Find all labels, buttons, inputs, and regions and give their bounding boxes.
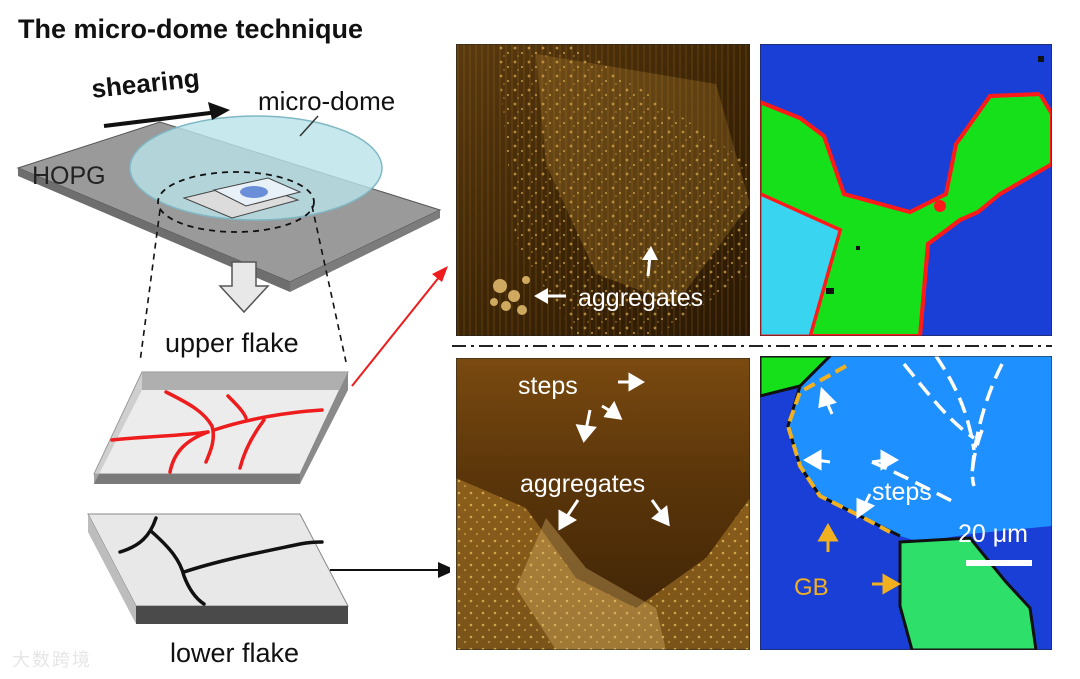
afm-image-bottom xyxy=(456,358,750,650)
hopg-label: HOPG xyxy=(32,162,106,191)
gb-label: GB xyxy=(794,574,829,602)
scale-bar-label: 20 μm xyxy=(958,520,1028,549)
map-bottom-steps-label: steps xyxy=(872,478,932,507)
panel-divider xyxy=(452,340,1052,352)
lower-flake-label: lower flake xyxy=(170,638,299,669)
micro-dome-label: micro-dome xyxy=(258,86,395,117)
watermark: 大数跨境 xyxy=(12,646,92,672)
upper-flake-back xyxy=(142,372,348,390)
upper-flake-label: upper flake xyxy=(165,328,299,359)
sample-spot xyxy=(240,186,268,198)
afm-bottom-steps-label: steps xyxy=(518,372,578,401)
afm-bottom-aggregates-label: aggregates xyxy=(520,470,645,499)
scale-bar xyxy=(966,560,1032,566)
red-arrow xyxy=(352,276,440,386)
grain-map-top xyxy=(760,44,1052,336)
upper-flake-side xyxy=(94,474,300,484)
lower-flake-front xyxy=(136,606,348,624)
afm-top-aggregates-label: aggregates xyxy=(578,284,703,313)
